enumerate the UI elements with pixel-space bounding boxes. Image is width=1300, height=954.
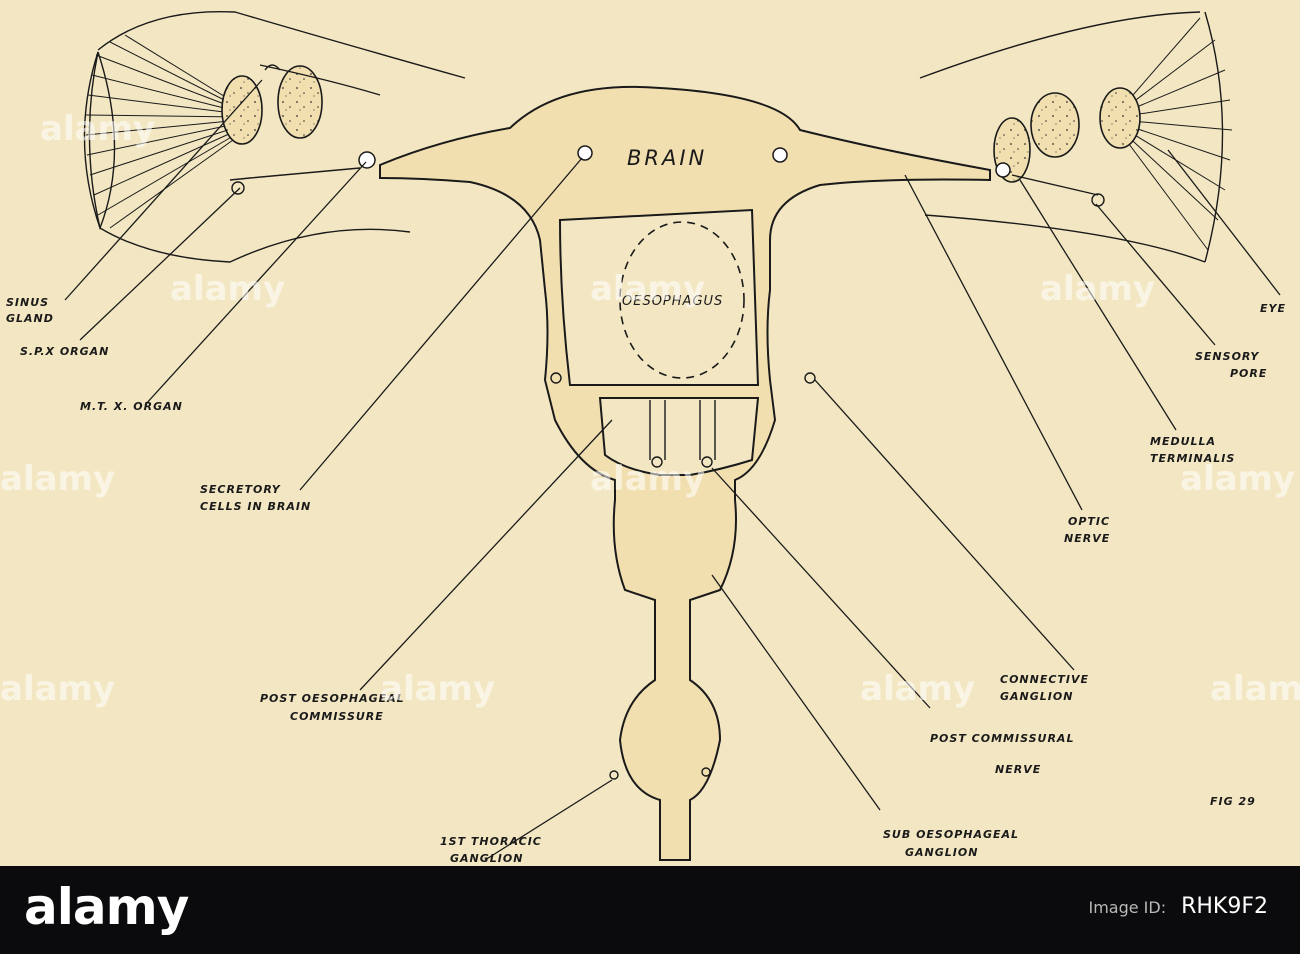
- right-eyestalk: [920, 12, 1232, 262]
- medulla-terminalis-label-1: MEDULLA: [1150, 435, 1216, 448]
- watermark: alamy: [590, 459, 705, 499]
- sp-x-organ-label: S.P.X ORGAN: [20, 345, 109, 358]
- secretory-cells-label-2: CELLS IN BRAIN: [200, 500, 311, 513]
- fig-number-label: FIG 29: [1210, 795, 1256, 808]
- watermark: alamy: [0, 669, 115, 709]
- watermark: alamy: [380, 669, 495, 709]
- brain-label: BRAIN: [627, 146, 707, 170]
- eye-label: EYE: [1260, 302, 1286, 315]
- watermark: alamy: [1040, 269, 1155, 309]
- post-commissural-nerve-label-2: NERVE: [995, 763, 1041, 776]
- watermark: alamy: [860, 669, 975, 709]
- image-id-label: Image ID:: [1088, 898, 1166, 917]
- connective-ganglion-label-2: GANGLION: [1000, 690, 1073, 703]
- watermark: alamy: [170, 269, 285, 309]
- sinus-gland-label-1: SINUS: [6, 296, 49, 309]
- sensory-pore-label-2: PORE: [1230, 367, 1267, 380]
- post-oesophageal-commissure-label-2: COMMISSURE: [290, 710, 384, 723]
- image-id-value: RHK9F2: [1181, 894, 1268, 919]
- sinus-gland-label-2: GLAND: [6, 312, 54, 325]
- watermark: alamy: [0, 459, 115, 499]
- optic-nerve-label-2: NERVE: [1064, 532, 1110, 545]
- first-thoracic-label-1: 1ST THORACIC: [440, 835, 542, 848]
- diagram-figure: BRAIN OESOPHAGUS SINUS GLAND S.P.X ORGAN…: [0, 0, 1300, 866]
- alamy-logo[interactable]: alamy: [24, 878, 188, 936]
- sub-oesophageal-label-1: SUB OESOPHAGEAL: [883, 828, 1019, 841]
- sensory-pore-label-1: SENSORY: [1195, 350, 1259, 363]
- nervous-system-diagram: BRAIN OESOPHAGUS SINUS GLAND S.P.X ORGAN…: [0, 0, 1300, 866]
- post-commissural-nerve-label-1: POST COMMISSURAL: [930, 732, 1074, 745]
- watermark: alamy: [590, 269, 705, 309]
- secretory-cells-label-1: SECRETORY: [200, 483, 281, 496]
- image-id: Image ID: RHK9F2: [1088, 894, 1268, 919]
- watermark: alamy: [40, 109, 155, 149]
- watermark: alamy: [1210, 669, 1300, 709]
- connective-ganglion-label-1: CONNECTIVE: [1000, 673, 1089, 686]
- optic-nerve-label-1: OPTIC: [1068, 515, 1110, 528]
- mt-x-organ-label: M.T. X. ORGAN: [80, 400, 183, 413]
- watermark: alamy: [1180, 459, 1295, 499]
- stock-footer-bar: alamy Image ID: RHK9F2: [0, 866, 1300, 954]
- first-thoracic-label-2: GANGLION: [450, 852, 523, 865]
- sub-oesophageal-label-2: GANGLION: [905, 846, 978, 859]
